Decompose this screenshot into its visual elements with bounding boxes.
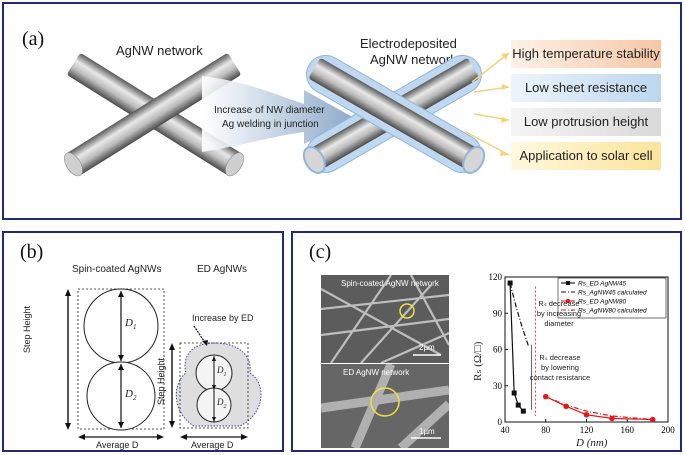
d2-sub: 2 [132, 394, 137, 403]
x-tick-label: 40 [501, 425, 511, 435]
d1-sub: 1 [223, 371, 227, 378]
d2-label-ed: D2 [217, 397, 227, 410]
property-label: Application to solar cell [519, 148, 653, 163]
sem-image-bottom: ED AgNW network 1µm [321, 364, 449, 448]
property-label: Low sheet resistance [524, 80, 648, 95]
d2-sub: 2 [223, 403, 227, 410]
d1-label: D1 [125, 317, 136, 331]
sem-top-label: Spin-coated AgNW network [341, 279, 439, 288]
agnw-network-title: AgNW network [116, 43, 203, 58]
panel-a-drawing [64, 52, 510, 177]
d1-label-ed: D1 [217, 365, 227, 378]
series-line-1 [509, 282, 529, 347]
y-tick-label: 0 [498, 417, 503, 427]
x-tick-label: 160 [621, 425, 635, 435]
annotation-line: by lowering [541, 363, 579, 372]
chart-x-label: D (nm) [576, 437, 607, 449]
arrow-text-line2: Ag welding in junction [222, 119, 319, 130]
y-tick-label: 90 [493, 308, 503, 318]
legend-marker [565, 298, 571, 304]
series-line-3 [545, 396, 653, 421]
sem-image-top: Spin-coated AgNW network 2µm [321, 275, 449, 363]
legend-marker [566, 281, 570, 285]
data-point [520, 408, 526, 414]
property-box-solar-cell: Application to solar cell [511, 142, 661, 170]
annotation-increasing-diameter: Rₛ decrease by increasing diameter [529, 299, 589, 329]
legend-label: Rs_ED AgNW80 [578, 299, 627, 306]
y-tick-label: 30 [493, 381, 503, 391]
annotation-line: contact resistance [529, 373, 591, 382]
annotation-line: Rₛ decrease [539, 353, 581, 362]
data-point [609, 415, 615, 422]
property-box-temperature: High temperature stability [511, 40, 661, 68]
annotation-contact-resistance: Rₛ decrease by lowering contact resistan… [525, 353, 595, 383]
data-point [511, 390, 517, 396]
data-point [583, 411, 590, 418]
d2-letter: D [217, 397, 224, 407]
d2-letter: D [125, 388, 133, 400]
panel-b: (b) Spin-coated AgNWs ED AgNWs [2, 231, 284, 452]
panel-c: (c) Spin-coated AgNW network 2µm [291, 231, 682, 452]
sem-bottom-label: ED AgNW network [343, 368, 410, 377]
ed-agnws-title: ED AgNWs [197, 264, 248, 275]
ed-rod-2 [306, 55, 486, 174]
panel-b-label: (b) [20, 241, 44, 263]
average-d-label-left: Average D [96, 440, 139, 450]
property-label: Low protrusion height [523, 114, 649, 129]
annotation-line: Rₛ decrease [538, 299, 580, 308]
series-line-0 [509, 283, 524, 412]
y-tick-label: 120 [489, 272, 503, 282]
d1-sub: 1 [132, 323, 137, 332]
x-tick-label: 200 [661, 425, 675, 435]
step-height-label-right: Step Height [156, 357, 166, 405]
panel-c-label: (c) [309, 241, 332, 263]
panel-b-drawing [65, 288, 262, 440]
d2-label: D2 [125, 388, 136, 402]
step-height-label-left: Step Height [22, 305, 32, 353]
legend-label: Rs_ED AgNW45 [578, 281, 627, 288]
property-box-protrusion: Low protrusion height [511, 108, 661, 136]
annotation-line: by increasing [536, 309, 582, 318]
average-d-label-right: Average D [191, 440, 234, 450]
ed-network-title-line1: Electrodeposited [360, 36, 457, 51]
data-point [515, 402, 521, 408]
panel-a: (a) AgNW network Electrodeposited AgNW n… [2, 2, 682, 220]
property-label: High temperature stability [512, 46, 660, 61]
spin-coated-title: Spin-coated AgNWs [72, 264, 162, 275]
series-line-2 [545, 396, 653, 421]
annotation-line: diameter [544, 319, 574, 328]
d1-letter: D [125, 317, 133, 329]
agnw-rod-2 [64, 53, 241, 177]
legend-box [557, 277, 667, 319]
d1-letter: D [217, 365, 224, 375]
panel-a-label: (a) [22, 28, 45, 50]
arrow-text-line1: Increase of NW diameter [214, 105, 325, 116]
data-point [507, 280, 513, 286]
sem-bottom-scale: 1µm [419, 427, 435, 436]
data-point [649, 416, 656, 423]
ed-network-title-line2: AgNW network [370, 52, 457, 67]
sem-top-scale: 2µm [419, 343, 435, 352]
property-box-sheet-resistance: Low sheet resistance [511, 74, 661, 102]
increase-by-ed-label: Increase by ED [192, 313, 254, 323]
y-tick-label: 60 [493, 345, 503, 355]
legend-label: Rs_AgNW45 calculated [578, 290, 647, 297]
x-tick-label: 80 [541, 425, 551, 435]
process-arrow [202, 76, 356, 152]
legend-label: Rs_AgNW80 calculated [578, 308, 647, 315]
chart-y-label: Rₛ (Ω/□) [472, 341, 484, 381]
x-tick-label: 120 [580, 425, 594, 435]
data-point [563, 403, 569, 410]
chart-x-label-text: D (nm) [576, 437, 608, 449]
